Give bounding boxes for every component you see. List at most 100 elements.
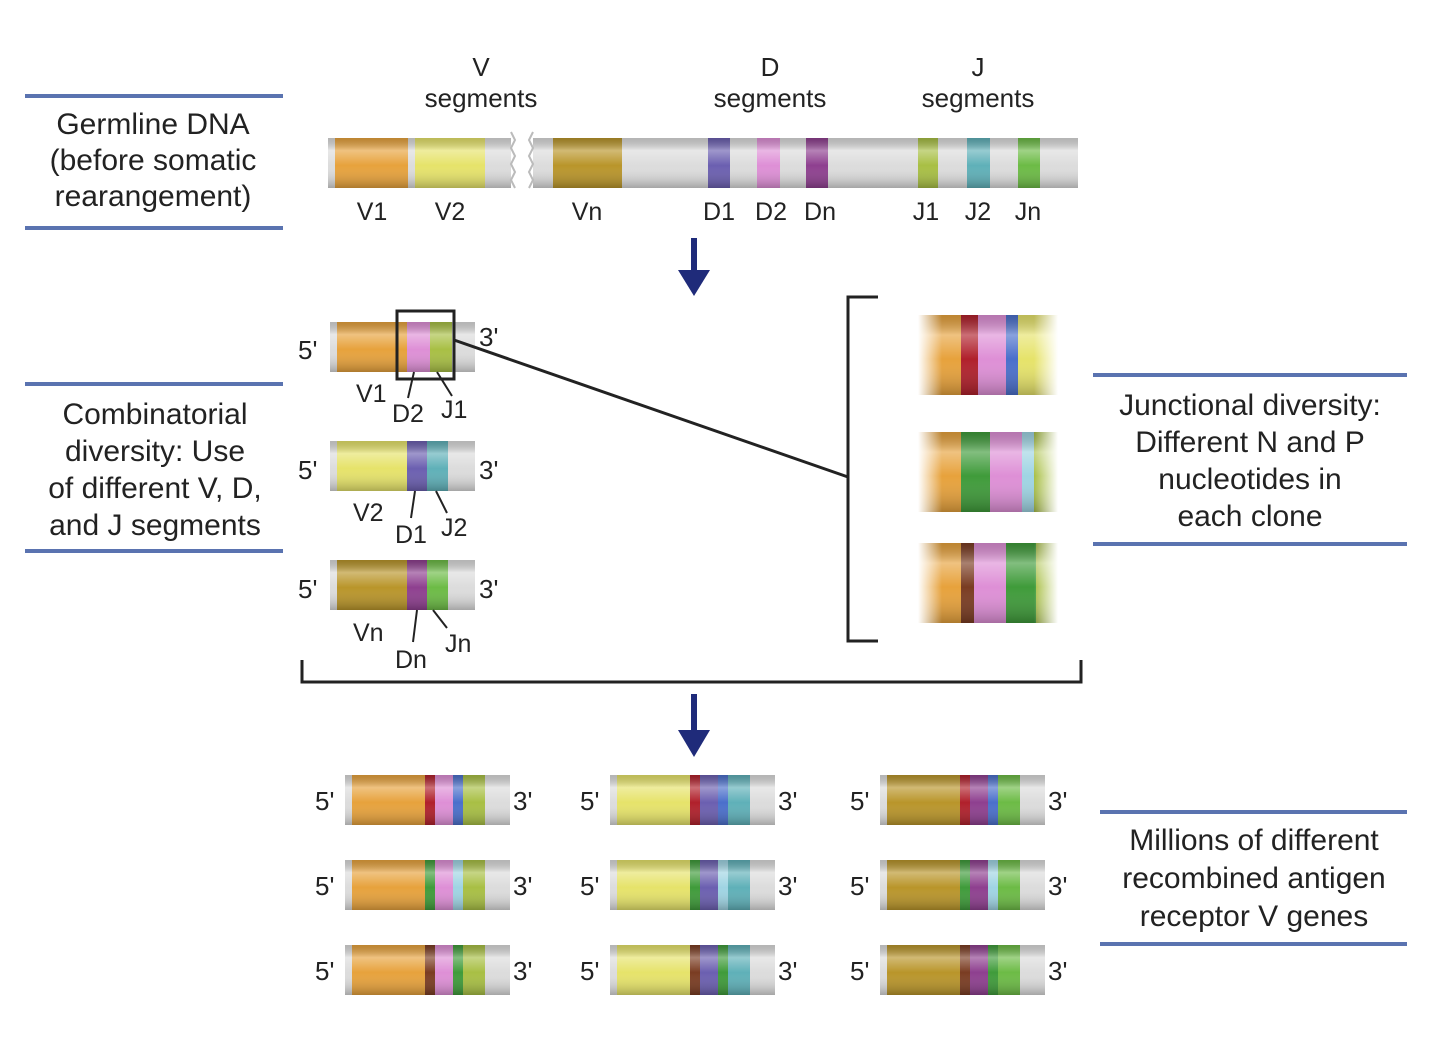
millions-label-line-3: receptor V genes [1140, 900, 1368, 933]
label-d1: D1 [703, 198, 735, 226]
germline-label-line-2: (before somatic [50, 144, 257, 177]
recombined-genes-end-labels: 5'3'5'3'5'3'5'3'5'3'5'3'5'3'5'3'5'3' [315, 786, 1067, 986]
gene-v2-d1-j2 [330, 441, 475, 491]
gene-shading [345, 945, 510, 995]
closeup-clone-1 [918, 315, 1058, 395]
five-prime-label: 5' [315, 786, 334, 816]
germline-dna-strand [328, 131, 1078, 194]
germline-label-line-1: Germline DNA [56, 108, 249, 141]
three-prime-label: 3' [778, 786, 797, 816]
recombined-gene-3-3 [880, 945, 1045, 995]
germline-shading [328, 138, 1078, 188]
five-prime-label: 5' [850, 956, 869, 986]
segment-pointer-lines [407, 371, 453, 643]
junctional-label-line-3: nucleotides in [1158, 463, 1341, 496]
gene-shading [330, 322, 475, 372]
recombined-gene-3-1 [880, 775, 1045, 825]
gene3-5prime: 5' [298, 574, 317, 604]
gene-shading [345, 775, 510, 825]
d-header-word: segments [714, 83, 827, 113]
arrow-down-2 [678, 694, 710, 757]
zoom-callout [395, 309, 849, 479]
combinatorial-labels: 5' 3' V1 D2 J1 5' 3' V2 D1 J2 5' 3' Vn D… [298, 322, 498, 674]
label-j2: J2 [965, 198, 991, 226]
gene3-v-label: Vn [353, 619, 384, 647]
junctional-label-line-2: Different N and P [1135, 426, 1365, 459]
gene-shading [880, 860, 1045, 910]
five-prime-label: 5' [580, 871, 599, 901]
junctional-label-line-1: Junctional diversity: [1119, 389, 1381, 422]
label-jn: Jn [1015, 198, 1041, 226]
gene2-v-label: V2 [353, 499, 384, 527]
combinatorial-label-line-2: diversity: Use [65, 435, 245, 468]
closeup-clone-3 [918, 543, 1058, 623]
five-prime-label: 5' [850, 786, 869, 816]
fade-right [1034, 432, 1058, 512]
label-dn: Dn [804, 198, 836, 226]
label-v1: V1 [357, 198, 388, 226]
three-prime-label: 3' [513, 956, 532, 986]
combinatorial-label-box: Combinatorial diversity: Use of differen… [25, 382, 283, 553]
recombined-gene-1-2 [345, 860, 510, 910]
gene1-d-label: D2 [392, 400, 424, 428]
j-header-word: segments [922, 83, 1035, 113]
recombined-gene-3-2 [880, 860, 1045, 910]
junctional-label-line-4: each clone [1177, 500, 1322, 533]
label-d2: D2 [755, 198, 787, 226]
arrow-down-1 [678, 238, 710, 296]
gene3-d-label: Dn [395, 646, 427, 674]
three-prime-label: 3' [778, 956, 797, 986]
three-prime-label: 3' [1048, 871, 1067, 901]
germline-label-box: Germline DNA (before somatic rearangemen… [25, 94, 283, 230]
combinatorial-label-line-3: of different V, D, [48, 472, 261, 505]
v-header-letter: V [472, 52, 490, 82]
recombined-gene-2-1 [610, 775, 775, 825]
recombined-genes-grid [345, 775, 1045, 995]
segment-headers: V segments D segments J segments [425, 52, 1035, 113]
gene-shading [880, 945, 1045, 995]
gene1-v-label: V1 [356, 380, 387, 408]
strand-break [511, 132, 533, 194]
gene-shading [610, 860, 775, 910]
fade-left [918, 315, 942, 395]
recombined-gene-2-2 [610, 860, 775, 910]
gene3-3prime: 3' [479, 574, 498, 604]
millions-label-box: Millions of different recombined antigen… [1100, 810, 1407, 946]
millions-label-line-2: recombined antigen [1122, 862, 1386, 895]
grouping-bracket [300, 660, 1083, 684]
gene1-3prime: 3' [479, 322, 498, 352]
gene-shading [610, 945, 775, 995]
five-prime-label: 5' [850, 871, 869, 901]
closeup-clone-2 [918, 432, 1058, 512]
v-header-word: segments [425, 83, 538, 113]
fade-left [918, 543, 942, 623]
gene-shading [345, 860, 510, 910]
break-marks [509, 131, 535, 189]
junctional-bracket [846, 295, 878, 643]
gene-shading [330, 441, 475, 491]
gene-vn-dn-jn [330, 560, 475, 610]
five-prime-label: 5' [580, 786, 599, 816]
three-prime-label: 3' [513, 871, 532, 901]
gene1-j-label: J1 [441, 396, 467, 424]
gene-shading [610, 775, 775, 825]
three-prime-label: 3' [1048, 956, 1067, 986]
gene1-5prime: 5' [298, 335, 317, 365]
combinatorial-genes [330, 322, 475, 610]
three-prime-label: 3' [513, 786, 532, 816]
recombined-gene-2-3 [610, 945, 775, 995]
gene3-j-label: Jn [445, 630, 471, 658]
gene-shading [330, 560, 475, 610]
junctional-label-box: Junctional diversity: Different N and P … [1093, 373, 1407, 546]
gene-v1-d2-j1 [330, 322, 475, 372]
three-prime-label: 3' [1048, 786, 1067, 816]
gene2-d-label: D1 [395, 521, 427, 549]
label-vn: Vn [572, 198, 603, 226]
five-prime-label: 5' [580, 956, 599, 986]
junctional-closeups [918, 315, 1058, 623]
fade-right [1034, 543, 1058, 623]
three-prime-label: 3' [778, 871, 797, 901]
millions-label-line-1: Millions of different [1129, 824, 1379, 857]
label-j1: J1 [913, 198, 939, 226]
combinatorial-label-line-4: and J segments [49, 509, 261, 542]
